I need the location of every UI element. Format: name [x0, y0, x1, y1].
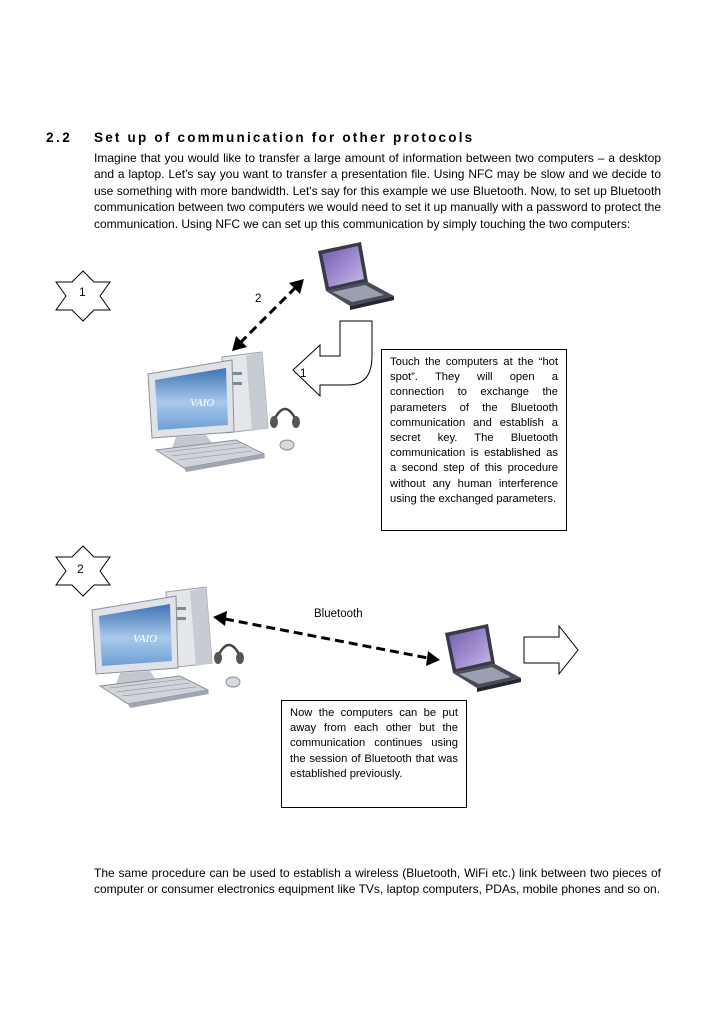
arrow-label-1: 1	[300, 368, 307, 380]
vaio-logo: VAIO	[190, 397, 214, 409]
arrow-label-2: 2	[255, 293, 262, 305]
step-1-badge	[55, 270, 111, 322]
step2-callout: Now the computers can be put away from e…	[281, 700, 467, 808]
continue-arrow	[523, 624, 579, 676]
dashed-arrow-step1	[232, 279, 304, 351]
laptop-image-step1	[318, 242, 394, 310]
conclusion-paragraph: The same procedure can be used to establ…	[94, 866, 661, 897]
desktop-image-step2: VAIO	[91, 586, 244, 708]
laptop-image-step2	[445, 624, 521, 692]
step-2-number: 2	[77, 562, 84, 576]
section-number: 2.2	[46, 130, 73, 145]
section-title: Set up of communication for other protoc…	[94, 130, 475, 145]
touch-arrow	[292, 320, 373, 398]
bluetooth-link-arrow	[213, 611, 440, 666]
step-1-number: 1	[79, 285, 86, 299]
vaio-logo-2: VAIO	[133, 633, 157, 645]
bluetooth-label: Bluetooth	[314, 608, 363, 620]
step-2-badge	[55, 545, 111, 597]
step1-callout: Touch the computers at the “hot spot”. T…	[381, 349, 567, 531]
intro-paragraph: Imagine that you would like to transfer …	[94, 151, 661, 231]
desktop-image-step1: VAIO	[147, 351, 300, 472]
